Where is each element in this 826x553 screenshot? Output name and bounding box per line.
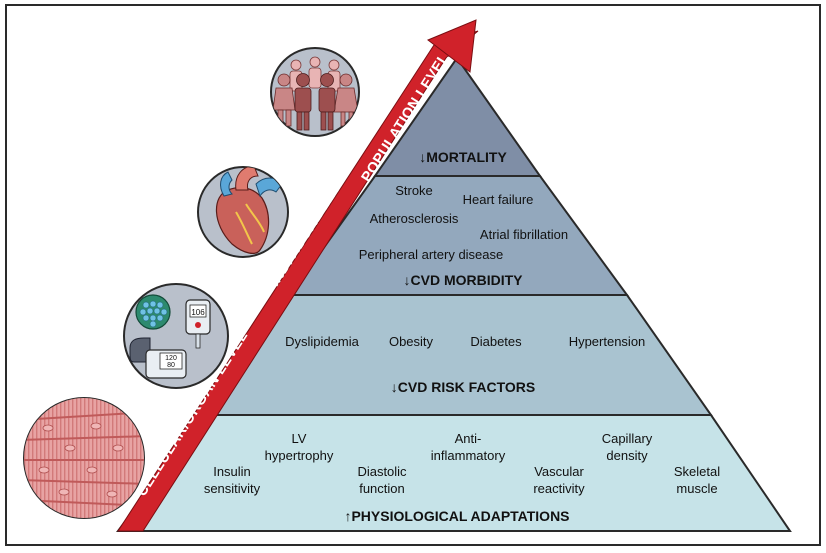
heart-icon	[197, 166, 289, 258]
item-diabetes: Diabetes	[470, 334, 522, 349]
muscle-tissue-icon	[23, 397, 145, 519]
header-cvd-risk-factors: ↓CVD RISK FACTORS	[391, 379, 535, 395]
item-skeletal-muscle-line1: Skeletal	[674, 464, 720, 479]
item-stroke: Stroke	[395, 183, 433, 198]
item-lv-hypertrophy-line2: hypertrophy	[265, 448, 334, 463]
pyramid	[116, 56, 792, 532]
item-anti-inflammatory-line1: Anti-	[455, 431, 482, 446]
item-diastolic-function-line1: Diastolic	[357, 464, 407, 479]
item-skeletal-muscle-line2: muscle	[676, 481, 717, 496]
item-heart-failure: Heart failure	[463, 192, 534, 207]
glucometer-reading: 106	[191, 308, 205, 317]
bp-reading-diastolic: 80	[167, 362, 175, 369]
item-dyslipidemia: Dyslipidemia	[285, 334, 359, 349]
item-vascular-reactivity-line2: reactivity	[533, 481, 585, 496]
item-atrial-fibrillation: Atrial fibrillation	[480, 227, 568, 242]
item-hypertension: Hypertension	[569, 334, 646, 349]
item-anti-inflammatory-line2: inflammatory	[431, 448, 506, 463]
header-physiological-adaptations: ↑PHYSIOLOGICAL ADAPTATIONS	[344, 508, 569, 524]
header-mortality: ↓MORTALITY	[419, 149, 507, 165]
clinical-devices-icon: 106 120 80	[123, 283, 229, 389]
item-insulin-sensitivity-line1: Insulin	[213, 464, 251, 479]
item-obesity: Obesity	[389, 334, 434, 349]
item-capillary-density-line1: Capillary	[602, 431, 653, 446]
header-cvd-morbidity: ↓CVD MORBIDITY	[404, 272, 524, 288]
item-insulin-sensitivity-line2: sensitivity	[204, 481, 261, 496]
bp-reading-systolic: 120	[165, 355, 177, 362]
item-peripheral-artery-disease: Peripheral artery disease	[359, 247, 504, 262]
item-vascular-reactivity-line1: Vascular	[534, 464, 584, 479]
item-capillary-density-line2: density	[606, 448, 648, 463]
item-atherosclerosis: Atherosclerosis	[370, 211, 459, 226]
population-icon	[270, 47, 360, 137]
level-arrow-head	[427, 19, 477, 73]
item-diastolic-function-line2: function	[359, 481, 405, 496]
tier-labels: ↓MORTALITY Stroke Heart failure Atherosc…	[204, 149, 720, 524]
item-lv-hypertrophy-line1: LV	[292, 431, 307, 446]
